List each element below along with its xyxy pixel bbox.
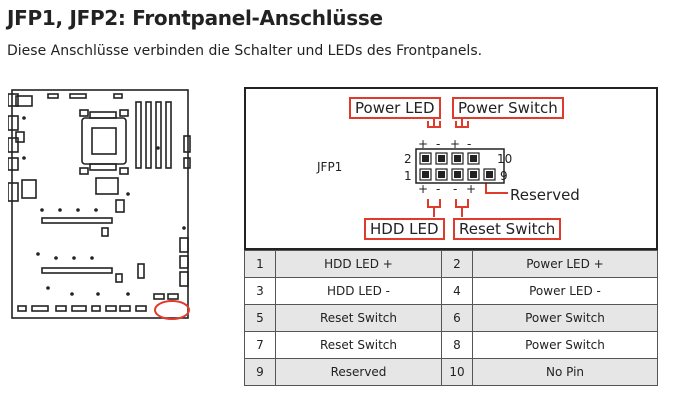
page-subtitle: Diese Anschlüsse verbinden die Schalter … — [7, 43, 483, 59]
pin-description-cell: No Pin — [472, 358, 658, 386]
connector-label: JFP1 — [317, 160, 343, 174]
power-switch-minus: - — [467, 137, 472, 151]
table-row: 9 Reserved 10 No Pin — [244, 358, 658, 386]
pin-description-cell: Reset Switch — [275, 331, 442, 359]
hdd-led-plus: + — [418, 182, 429, 196]
pin-description-cell: HDD LED + — [275, 250, 442, 278]
pin-number-cell: 10 — [441, 358, 473, 386]
power-switch-plus: + — [450, 137, 461, 151]
hdd-led-callout: HDD LED — [364, 218, 445, 240]
motherboard-illustration — [8, 89, 191, 320]
power-led-minus: - — [436, 137, 441, 151]
jfp-highlight-circle — [154, 300, 190, 320]
power-led-plus: + — [418, 137, 429, 151]
pin-number-cell: 5 — [244, 304, 276, 332]
reset-switch-plus: + — [466, 182, 477, 196]
pin-description-cell: Reset Switch — [275, 304, 442, 332]
pin-number-10: 10 — [497, 152, 513, 166]
connector-diagram-lines — [415, 117, 508, 217]
pin-number-cell: 9 — [244, 358, 276, 386]
pin-assignment-table: 1 HDD LED + 2 Power LED + 3 HDD LED - 4 … — [244, 250, 658, 386]
pin-number-cell: 3 — [244, 277, 276, 305]
table-row: 3 HDD LED - 4 Power LED - — [244, 277, 658, 305]
reset-switch-callout: Reset Switch — [453, 218, 562, 240]
pin-number-9: 9 — [500, 169, 508, 183]
pin-description-cell: Power LED - — [472, 277, 658, 305]
pin-number-cell: 8 — [441, 331, 473, 359]
page-title: JFP1, JFP2: Frontpanel-Anschlüsse — [7, 6, 383, 30]
pin-number-cell: 6 — [441, 304, 473, 332]
table-row: 1 HDD LED + 2 Power LED + — [244, 250, 658, 278]
pin-description-cell: Reserved — [275, 358, 442, 386]
table-row: 7 Reset Switch 8 Power Switch — [244, 331, 658, 359]
pin-description-cell: Power Switch — [472, 331, 658, 359]
reset-switch-minus: - — [453, 182, 458, 196]
connector-diagram — [244, 87, 658, 250]
reserved-label: Reserved — [510, 186, 580, 204]
pin-description-cell: Power LED + — [472, 250, 658, 278]
power-led-callout: Power LED — [349, 97, 441, 119]
power-switch-callout: Power Switch — [452, 97, 564, 119]
pin-number-2: 2 — [404, 152, 412, 166]
pin-description-cell: Power Switch — [472, 304, 658, 332]
pin-number-cell: 1 — [244, 250, 276, 278]
pin-number-cell: 7 — [244, 331, 276, 359]
pin-description-cell: HDD LED - — [275, 277, 442, 305]
hdd-led-minus: - — [436, 182, 441, 196]
pin-number-cell: 4 — [441, 277, 473, 305]
pin-number-1: 1 — [404, 169, 412, 183]
pin-number-cell: 2 — [441, 250, 473, 278]
table-row: 5 Reset Switch 6 Power Switch — [244, 304, 658, 332]
